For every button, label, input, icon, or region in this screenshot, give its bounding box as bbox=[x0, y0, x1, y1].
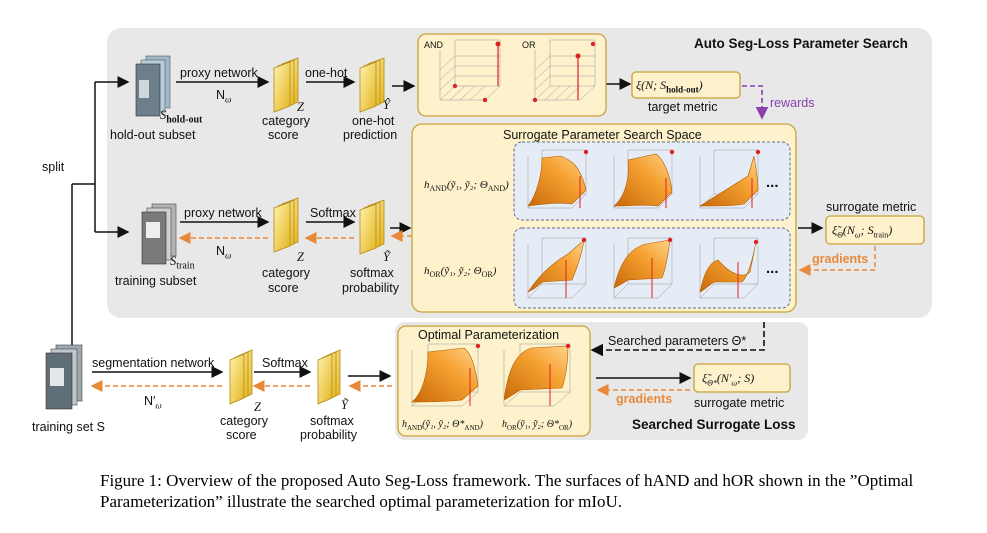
ellipsis-and: ... bbox=[766, 174, 779, 191]
row2-arrow1-sub: Nω bbox=[216, 244, 232, 261]
row3-gradients-label: gradients bbox=[616, 392, 673, 406]
row2-gradients-label: gradients bbox=[812, 252, 869, 266]
row3-feature-symbol: Z bbox=[254, 400, 261, 414]
optimal-h-and: hAND(ỹ₁, ỹ₂; Θ*AND) bbox=[402, 419, 483, 432]
row1-feature-label-2: score bbox=[268, 128, 299, 142]
figure-caption: Figure 1: Overview of the proposed Auto … bbox=[100, 471, 914, 511]
surrogate-metric-formula: ξ̃Θ(Nω; Strain) bbox=[832, 223, 893, 240]
row1-feature-symbol: Z bbox=[297, 100, 304, 114]
row3-pred-symbol: Ỹ bbox=[341, 398, 348, 412]
row1-pred-symbol: Ŷ bbox=[383, 98, 390, 112]
train-image-stack bbox=[141, 203, 177, 265]
trainset-image-stack bbox=[45, 344, 83, 410]
final-surrogate-formula: ξ̃Θ*(N′ω; S) bbox=[702, 371, 755, 388]
row1-arrow1-sub: Nω bbox=[216, 88, 232, 105]
row1-arrow1-label: proxy network bbox=[180, 66, 258, 80]
searched-params-label: Searched parameters Θ* bbox=[608, 334, 747, 348]
diagram-canvas bbox=[45, 33, 925, 437]
split-label: split bbox=[42, 160, 65, 174]
split-connector bbox=[71, 76, 130, 360]
row3-feature-label-1: category bbox=[220, 414, 268, 428]
row3-arrow1-label: segmentation network bbox=[92, 356, 215, 370]
target-metric-label: target metric bbox=[648, 100, 718, 114]
rewards-label: rewards bbox=[770, 96, 815, 110]
final-surrogate-label: surrogate metric bbox=[694, 396, 785, 410]
h-or-formula: hOR(ỹ₁, ỹ₂; ΘOR) bbox=[424, 265, 497, 280]
surface-plots-or bbox=[527, 237, 759, 299]
surrogate-metric-box bbox=[825, 215, 925, 245]
section-title-top: Auto Seg-Loss Parameter Search bbox=[694, 36, 908, 51]
row2-pred-symbol: Ỹ bbox=[383, 250, 390, 264]
section-title-bottom: Searched Surrogate Loss bbox=[632, 417, 796, 432]
holdout-image-stack bbox=[135, 55, 171, 117]
row2-pred-label-1: softmax bbox=[350, 266, 394, 280]
holdout-set-symbol: Shold-out bbox=[160, 108, 203, 126]
row2-feature-label-2: score bbox=[268, 281, 299, 295]
row2-feature-label-1: category bbox=[262, 266, 310, 280]
surface-plots-and bbox=[527, 149, 761, 209]
row3-arrow1-sub: N′ω bbox=[144, 394, 162, 411]
and-plot-label: AND bbox=[424, 40, 444, 50]
trainset-label: training set S bbox=[32, 420, 105, 434]
row1-pred-label-1: one-hot bbox=[352, 114, 395, 128]
target-metric-formula: ξ(N; Shold-out) bbox=[636, 78, 703, 95]
feature-maps bbox=[229, 57, 385, 405]
row2-arrow1-label: proxy network bbox=[184, 206, 262, 220]
train-label: training subset bbox=[115, 274, 197, 288]
optimal-h-or: hOR(ỹ₁, ỹ₂; Θ*OR) bbox=[502, 419, 573, 432]
or-plot bbox=[532, 39, 596, 103]
row3-pred-label-1: softmax bbox=[310, 414, 354, 428]
row1-pred-label-2: prediction bbox=[343, 128, 398, 142]
row3-feature-label-2: score bbox=[226, 428, 257, 442]
train-set-symbol: Strain bbox=[170, 254, 195, 272]
optimal-surface-plots bbox=[411, 343, 571, 407]
row1-feature-label-1: category bbox=[262, 114, 310, 128]
and-plot bbox=[439, 39, 501, 103]
row3-arrow2-label: Softmax bbox=[262, 356, 308, 370]
search-space-title: Surrogate Parameter Search Space bbox=[503, 128, 702, 142]
row1-arrow2-label: one-hot bbox=[305, 66, 348, 80]
row2-arrow2-label: Softmax bbox=[310, 206, 356, 220]
optimal-title: Optimal Parameterization bbox=[418, 328, 560, 342]
holdout-label: hold-out subset bbox=[110, 128, 196, 142]
ellipsis-or: ... bbox=[766, 260, 779, 277]
surrogate-metric-label: surrogate metric bbox=[826, 200, 917, 214]
h-and-formula: hAND(ỹ₁, ỹ₂; ΘAND) bbox=[424, 179, 509, 194]
row2-feature-symbol: Z bbox=[297, 250, 304, 264]
row2-pred-label-2: probability bbox=[342, 281, 399, 295]
final-surrogate-metric-box bbox=[693, 363, 791, 393]
target-metric-box bbox=[631, 71, 741, 99]
row3-pred-label-2: probability bbox=[300, 428, 357, 442]
or-plot-label: OR bbox=[522, 40, 536, 50]
